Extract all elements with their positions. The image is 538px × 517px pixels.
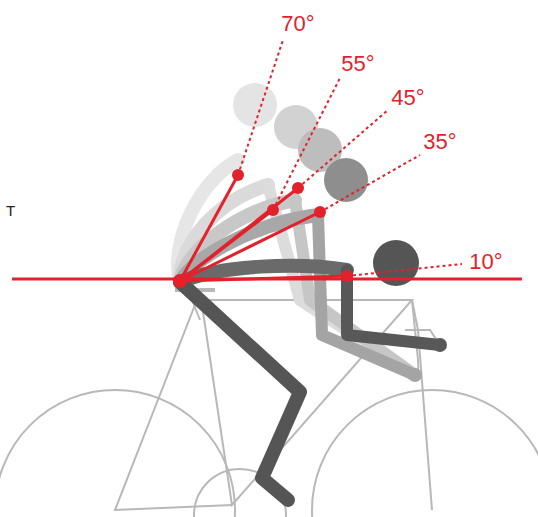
angle-label: 35° [423,131,456,153]
angle-lines [12,40,522,288]
angle-label: 10° [469,251,502,273]
angle-label: 45° [391,87,424,109]
angle-label: 70° [281,13,314,35]
side-text: T [6,203,15,218]
riding-positions [178,83,447,500]
angle-label: 55° [341,53,374,75]
